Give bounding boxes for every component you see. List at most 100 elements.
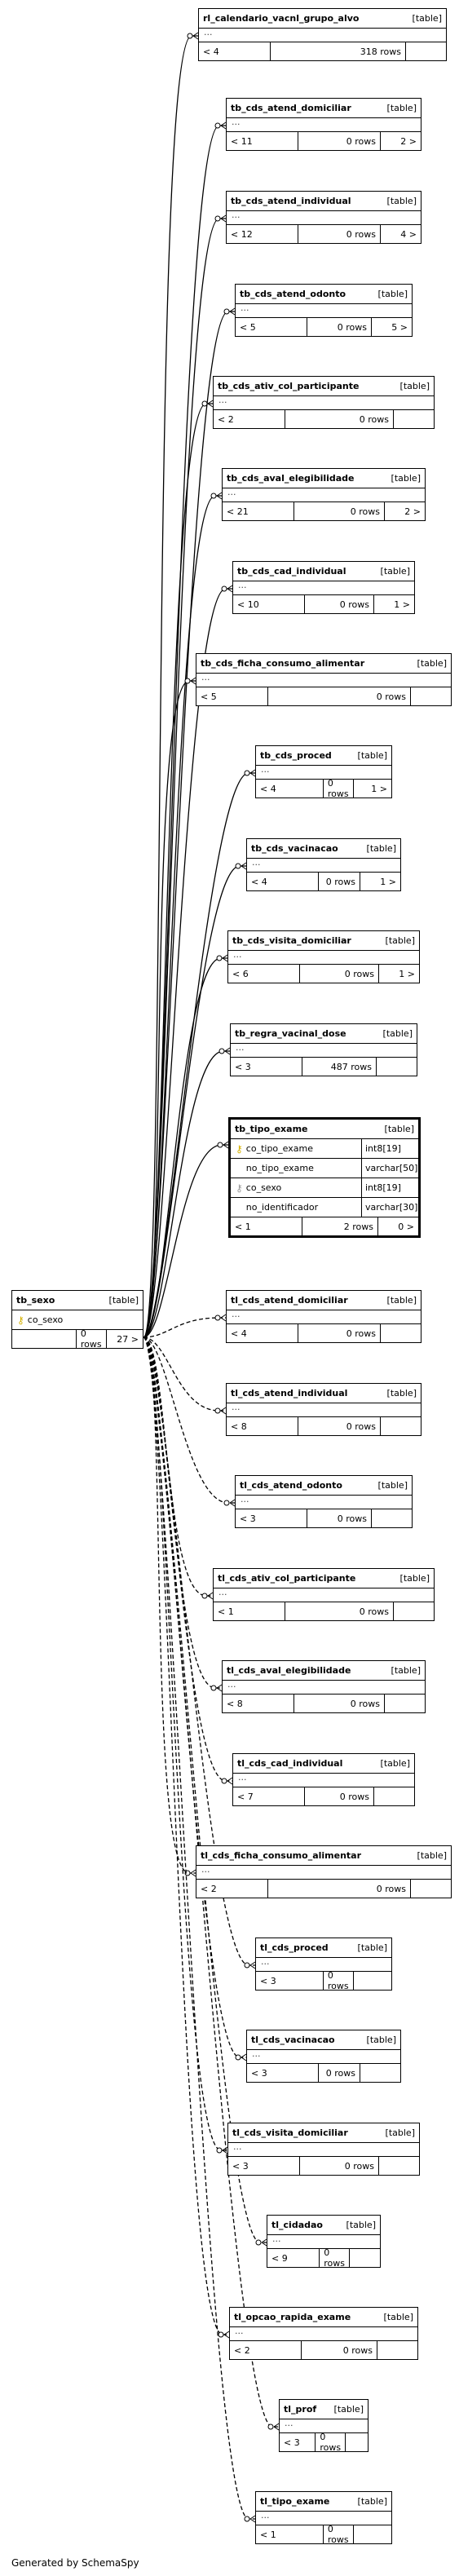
child-count[interactable]: 4 > xyxy=(380,225,421,243)
table-header[interactable]: tl_cds_atend_domiciliar[table] xyxy=(227,1291,421,1310)
child-count[interactable] xyxy=(380,1324,421,1342)
parent-count[interactable]: < 12 xyxy=(227,225,298,243)
parent-count[interactable]: < 1 xyxy=(256,2525,324,2543)
parent-count[interactable]: < 1 xyxy=(214,1602,285,1620)
parent-count[interactable]: < 4 xyxy=(256,780,324,798)
table-name[interactable]: tb_cds_vacinacao xyxy=(251,843,338,854)
table-name[interactable]: tl_cds_visita_domiciliar xyxy=(232,2128,348,2138)
table-node[interactable]: tl_cds_ativ_col_participante[table]...< … xyxy=(213,1568,435,1621)
table-name[interactable]: tl_cds_ficha_consumo_alimentar xyxy=(201,1850,362,1861)
parent-count[interactable]: < 4 xyxy=(227,1324,298,1342)
child-count[interactable] xyxy=(378,2157,419,2175)
child-count[interactable] xyxy=(352,1972,391,1990)
child-count[interactable]: 1 > xyxy=(378,965,419,983)
table-node[interactable]: tb_cds_ficha_consumo_alimentar[table]...… xyxy=(196,653,452,706)
parent-count[interactable]: < 4 xyxy=(199,42,271,60)
table-header[interactable]: tl_cds_ativ_col_participante[table] xyxy=(214,1569,434,1588)
parent-count[interactable]: < 21 xyxy=(223,502,294,520)
table-header[interactable]: tl_cds_cad_individual[table] xyxy=(233,1754,414,1774)
parent-count[interactable] xyxy=(12,1330,77,1348)
table-header[interactable]: tl_cds_proced[table] xyxy=(256,1938,391,1958)
child-count[interactable] xyxy=(345,2433,368,2451)
table-header[interactable]: tl_cidadao[table] xyxy=(267,2216,380,2235)
table-name[interactable]: tl_cds_proced xyxy=(260,1942,329,1953)
table-name[interactable]: tl_cds_vacinacao xyxy=(251,2035,335,2045)
parent-count[interactable]: < 2 xyxy=(230,2341,302,2359)
table-header[interactable]: tb_cds_ficha_consumo_alimentar[table] xyxy=(196,654,451,674)
child-count[interactable] xyxy=(377,2341,417,2359)
table-header[interactable]: rl_calendario_vacnl_grupo_alvo[table] xyxy=(199,9,446,29)
child-count[interactable] xyxy=(360,2064,400,2082)
table-name[interactable]: tl_cds_atend_domiciliar xyxy=(231,1295,348,1306)
table-name[interactable]: tb_cds_atend_domiciliar xyxy=(231,103,351,113)
parent-count[interactable]: < 3 xyxy=(236,1509,307,1527)
parent-count[interactable]: < 8 xyxy=(227,1417,298,1435)
child-count[interactable]: 2 > xyxy=(380,132,421,150)
table-node[interactable]: tb_cds_ativ_col_participante[table]...< … xyxy=(213,376,435,429)
table-header[interactable]: tl_cds_aval_elegibilidade[table] xyxy=(223,1661,425,1681)
table-header[interactable]: tl_tipo_exame[table] xyxy=(256,2492,391,2512)
table-name[interactable]: tb_cds_atend_individual xyxy=(231,196,351,206)
table-name[interactable]: tl_cds_cad_individual xyxy=(237,1758,343,1769)
child-count[interactable] xyxy=(373,1787,414,1805)
child-count[interactable] xyxy=(371,1509,412,1527)
table-node[interactable]: tl_cds_ficha_consumo_alimentar[table]...… xyxy=(196,1845,452,1898)
table-header[interactable]: tb_sexo[table] xyxy=(12,1291,143,1310)
parent-count[interactable]: < 5 xyxy=(196,687,268,705)
parent-count[interactable]: < 5 xyxy=(236,318,307,336)
child-count[interactable] xyxy=(384,1695,425,1712)
child-count[interactable]: 1 > xyxy=(352,780,391,798)
child-count[interactable]: 1 > xyxy=(373,595,414,613)
table-name[interactable]: tl_cds_aval_elegibilidade xyxy=(227,1665,351,1676)
table-header[interactable]: tb_cds_vacinacao[table] xyxy=(247,839,400,859)
parent-count[interactable]: < 4 xyxy=(247,873,319,890)
table-header[interactable]: tb_cds_atend_odonto[table] xyxy=(236,285,412,304)
parent-count[interactable]: < 2 xyxy=(214,410,285,428)
parent-count[interactable]: < 11 xyxy=(227,132,298,150)
table-name[interactable]: tb_cds_aval_elegibilidade xyxy=(227,473,355,484)
table-name[interactable]: tb_regra_vacinal_dose xyxy=(235,1028,346,1039)
table-header[interactable]: tb_cds_ativ_col_participante[table] xyxy=(214,377,434,396)
table-name[interactable]: tb_cds_cad_individual xyxy=(237,566,346,577)
parent-count[interactable]: < 3 xyxy=(256,1972,324,1990)
table-name[interactable]: tb_sexo xyxy=(16,1295,55,1306)
table-header[interactable]: tl_cds_atend_individual[table] xyxy=(227,1384,421,1403)
parent-count[interactable]: < 1 xyxy=(231,1217,302,1235)
table-header[interactable]: tb_tipo_exame[table] xyxy=(231,1120,418,1139)
table-header[interactable]: tb_regra_vacinal_dose[table] xyxy=(231,1024,417,1044)
child-count[interactable] xyxy=(380,1417,421,1435)
column-row[interactable]: ⚷co_sexo xyxy=(12,1310,143,1330)
table-header[interactable]: tl_prof[table] xyxy=(280,2400,368,2419)
table-name[interactable]: rl_calendario_vacnl_grupo_alvo xyxy=(203,13,360,24)
table-header[interactable]: tb_cds_visita_domiciliar[table] xyxy=(228,931,419,951)
table-header[interactable]: tb_cds_atend_individual[table] xyxy=(227,192,421,211)
child-count[interactable]: 5 > xyxy=(371,318,412,336)
table-name[interactable]: tb_tipo_exame xyxy=(235,1124,308,1134)
table-name[interactable]: tl_cidadao xyxy=(271,2220,323,2230)
parent-count[interactable]: < 3 xyxy=(247,2064,319,2082)
table-name[interactable]: tl_opcao_rapida_exame xyxy=(234,2312,351,2322)
parent-count[interactable]: < 7 xyxy=(233,1787,305,1805)
table-header[interactable]: tl_cds_vacinacao[table] xyxy=(247,2030,400,2050)
parent-count[interactable]: < 2 xyxy=(196,1880,268,1898)
parent-count[interactable]: < 3 xyxy=(231,1058,302,1076)
table-name[interactable]: tl_tipo_exame xyxy=(260,2496,330,2507)
child-count[interactable] xyxy=(349,2249,380,2267)
